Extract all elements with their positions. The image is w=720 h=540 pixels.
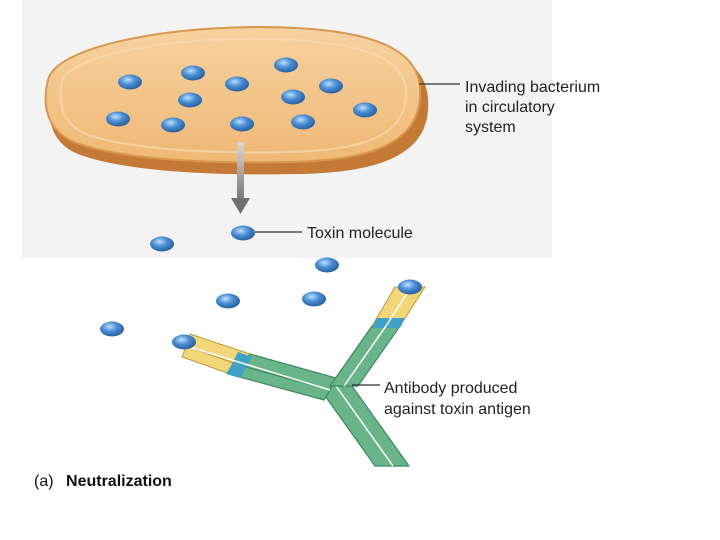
- bound-toxin-molecule: [398, 279, 422, 295]
- toxin-molecule: [100, 321, 124, 337]
- arrow-head: [231, 198, 250, 214]
- bacterium-cell: [44, 26, 429, 175]
- antibody-stem: [316, 385, 411, 467]
- toxin-molecule: [230, 116, 254, 132]
- toxin-molecule: [319, 78, 343, 94]
- caption-title: Neutralization: [66, 473, 172, 490]
- toxin-molecule: [274, 57, 298, 73]
- bacterium-label-line-1: Invading bacterium: [465, 79, 600, 96]
- secretion-arrow: [231, 142, 250, 214]
- toxin-molecule: [178, 92, 202, 108]
- bacterium-cell-body: [44, 26, 422, 164]
- bacterium-label-line-2: in circulatory: [465, 99, 555, 116]
- toxin-molecule: [150, 236, 174, 252]
- figure-caption: (a) Neutralization: [34, 473, 172, 490]
- bound-toxin-molecule: [172, 334, 196, 350]
- toxin-molecule: [353, 102, 377, 118]
- toxin-molecule: [225, 76, 249, 92]
- bacterium-molecules: [106, 57, 377, 133]
- toxin-molecule: [231, 225, 255, 241]
- antibody-left-arm: [181, 333, 337, 401]
- bacterium-label-line-3: system: [465, 119, 516, 136]
- toxin-molecule: [181, 65, 205, 81]
- toxin-molecule: [216, 293, 240, 309]
- toxin-molecule: [118, 74, 142, 90]
- toxin-label: Toxin molecule: [307, 225, 413, 242]
- toxin-molecule: [315, 257, 339, 273]
- toxin-molecule: [161, 117, 185, 133]
- bacterium-cell-inner-rim: [59, 37, 408, 154]
- antibody-right-arm: [328, 286, 426, 387]
- toxin-molecule: [281, 89, 305, 105]
- toxin-molecule: [302, 291, 326, 307]
- antibody-label-line-2: against toxin antigen: [384, 401, 531, 418]
- antibody-label-line-1: Antibody produced: [384, 380, 517, 397]
- bacterium-label: Invading bacterium in circulatory system: [465, 79, 605, 136]
- caption-part: (a): [34, 473, 54, 490]
- antibody: [181, 286, 426, 467]
- toxin-molecule: [291, 114, 315, 130]
- arrow-shaft: [237, 142, 244, 200]
- free-toxin-molecules: [100, 225, 339, 337]
- toxin-molecule: [106, 111, 130, 127]
- antibody-label: Antibody produced against toxin antigen: [384, 380, 531, 418]
